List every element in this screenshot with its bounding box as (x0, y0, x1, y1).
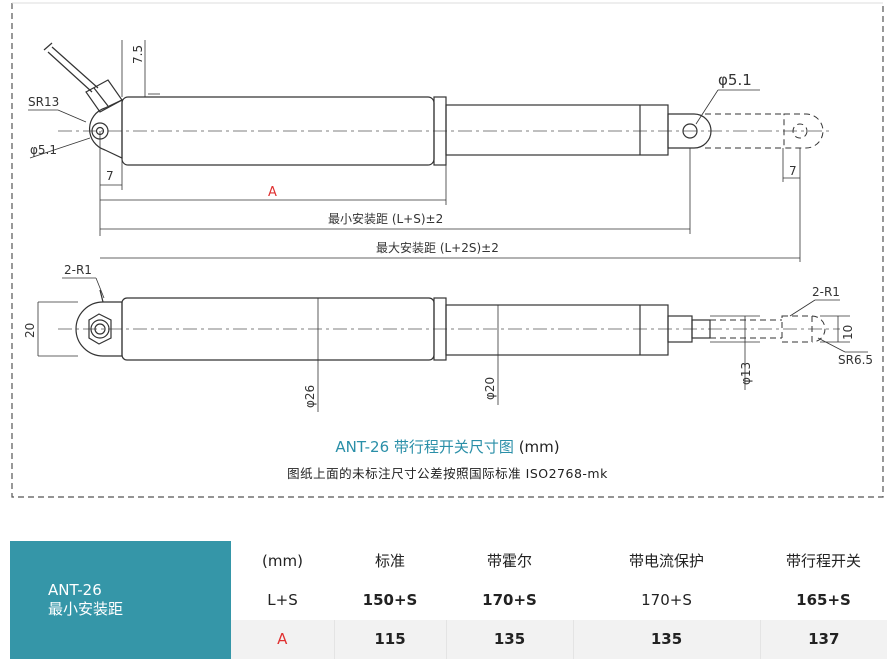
model-cell: ANT-26 最小安装距 (10, 541, 231, 659)
dim-7-5: 7.5 (131, 45, 145, 64)
bottom-view-dimensions (37, 277, 868, 412)
row-a-hall: 135 (446, 619, 574, 659)
dim-phi26: φ26 (303, 385, 317, 408)
top-view (43, 42, 830, 166)
dim-phi13: φ13 (739, 362, 753, 385)
row-ls-current: 170+S (641, 590, 692, 609)
dim-7-left: 7 (106, 169, 114, 183)
dimension-drawing: 7.5 SR13 φ5.1 φ5.1 7 7 A 最小安装距 (L+S)±2 最… (11, 2, 884, 498)
dim-phi51-right: φ5.1 (718, 71, 752, 89)
drawing-frame (11, 3, 884, 498)
row-a-limit: 137 (760, 619, 887, 659)
dim-sr13: SR13 (28, 95, 59, 109)
dim-sr65: SR6.5 (838, 353, 873, 367)
row-ls-standard: 150+S (362, 590, 418, 609)
top-view-dimensions (28, 40, 801, 262)
table-header-row: ANT-26 最小安装距 (mm) 标准 带霍尔 带电流保护 带行程开关 (10, 541, 887, 659)
header-hall: 带霍尔 (486, 552, 532, 571)
caption-title: ANT-26 带行程开关尺寸图 (335, 438, 514, 456)
dim-phi20: φ20 (483, 377, 497, 400)
min-install-distance: 最小安装距 (L+S)±2 (328, 211, 443, 226)
model-name: ANT-26 (48, 581, 102, 599)
bottom-view (58, 289, 840, 361)
row-ls-label: L+S (267, 590, 298, 609)
dim-2r1-right: 2-R1 (812, 285, 840, 299)
dim-10: 10 (841, 325, 855, 340)
max-install-distance: 最大安装距 (L+2S)±2 (376, 240, 499, 255)
table-row: L+S 150+S 170+S 170+S 165+S (10, 580, 887, 619)
dim-20: 20 (23, 323, 37, 338)
header-limit-switch: 带行程开关 (785, 552, 861, 571)
table-row: A 115 135 135 137 (10, 619, 887, 659)
header-current-protection: 带电流保护 (628, 552, 704, 571)
row-ls-hall: 170+S (482, 590, 537, 609)
row-ls-limit: 165+S (796, 590, 851, 609)
row-a-standard: 115 (334, 619, 447, 659)
row-a-label: A (231, 619, 335, 659)
dim-phi51-left: φ5.1 (30, 143, 57, 157)
caption-unit: (mm) (518, 438, 560, 456)
header-standard: 标准 (374, 552, 405, 571)
drawing-caption: ANT-26 带行程开关尺寸图 (mm) (0, 436, 895, 457)
dim-7-right: 7 (789, 164, 797, 178)
tolerance-note: 图纸上面的未标注尺寸公差按照国际标准 ISO2768-mk (287, 466, 608, 481)
model-subtitle: 最小安装距 (48, 600, 124, 618)
spec-table: ANT-26 最小安装距 (mm) 标准 带霍尔 带电流保护 带行程开关 L+S… (10, 541, 887, 659)
dim-2r1-left: 2-R1 (64, 263, 92, 277)
dim-a-label: A (268, 185, 277, 200)
header-unit: (mm) (262, 551, 303, 570)
row-a-current: 135 (573, 619, 761, 659)
